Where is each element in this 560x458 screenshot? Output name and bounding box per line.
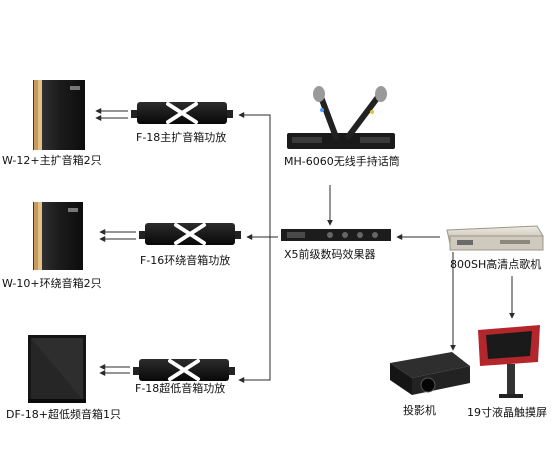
speaker-main-icon [33, 80, 85, 150]
amp-sub-icon [133, 359, 235, 381]
effects-processor-icon [281, 229, 391, 241]
label-touchscreen: 19寸液晶触摸屏 [467, 406, 547, 419]
label-speaker-main: W-12+主扩音箱2只 [2, 154, 102, 167]
label-effects-processor: X5前级数码效果器 [284, 248, 376, 261]
projector-icon [390, 352, 470, 395]
touchscreen-icon [478, 325, 540, 398]
label-ktv-player: 800SH高清点歌机 [450, 258, 542, 271]
label-amp-sub: F-18超低音箱功放 [135, 382, 226, 395]
label-wireless-mic: MH-6060无线手持话筒 [284, 155, 400, 168]
label-amp-main: F-18主扩音箱功放 [136, 131, 227, 144]
wireless-mic-icon [287, 86, 395, 149]
amp-surround-icon [139, 223, 241, 245]
label-speaker-sub: DF-18+超低频音箱1只 [6, 408, 121, 421]
subwoofer-icon [28, 335, 86, 403]
connection-lines [95, 108, 515, 383]
speaker-surround-icon [33, 202, 83, 270]
label-projector: 投影机 [403, 404, 436, 417]
ktv-player-icon [446, 225, 544, 251]
label-speaker-surround: W-10+环绕音箱2只 [2, 277, 102, 290]
amp-main-icon [131, 102, 233, 124]
label-amp-surround: F-16环绕音箱功放 [140, 254, 231, 267]
